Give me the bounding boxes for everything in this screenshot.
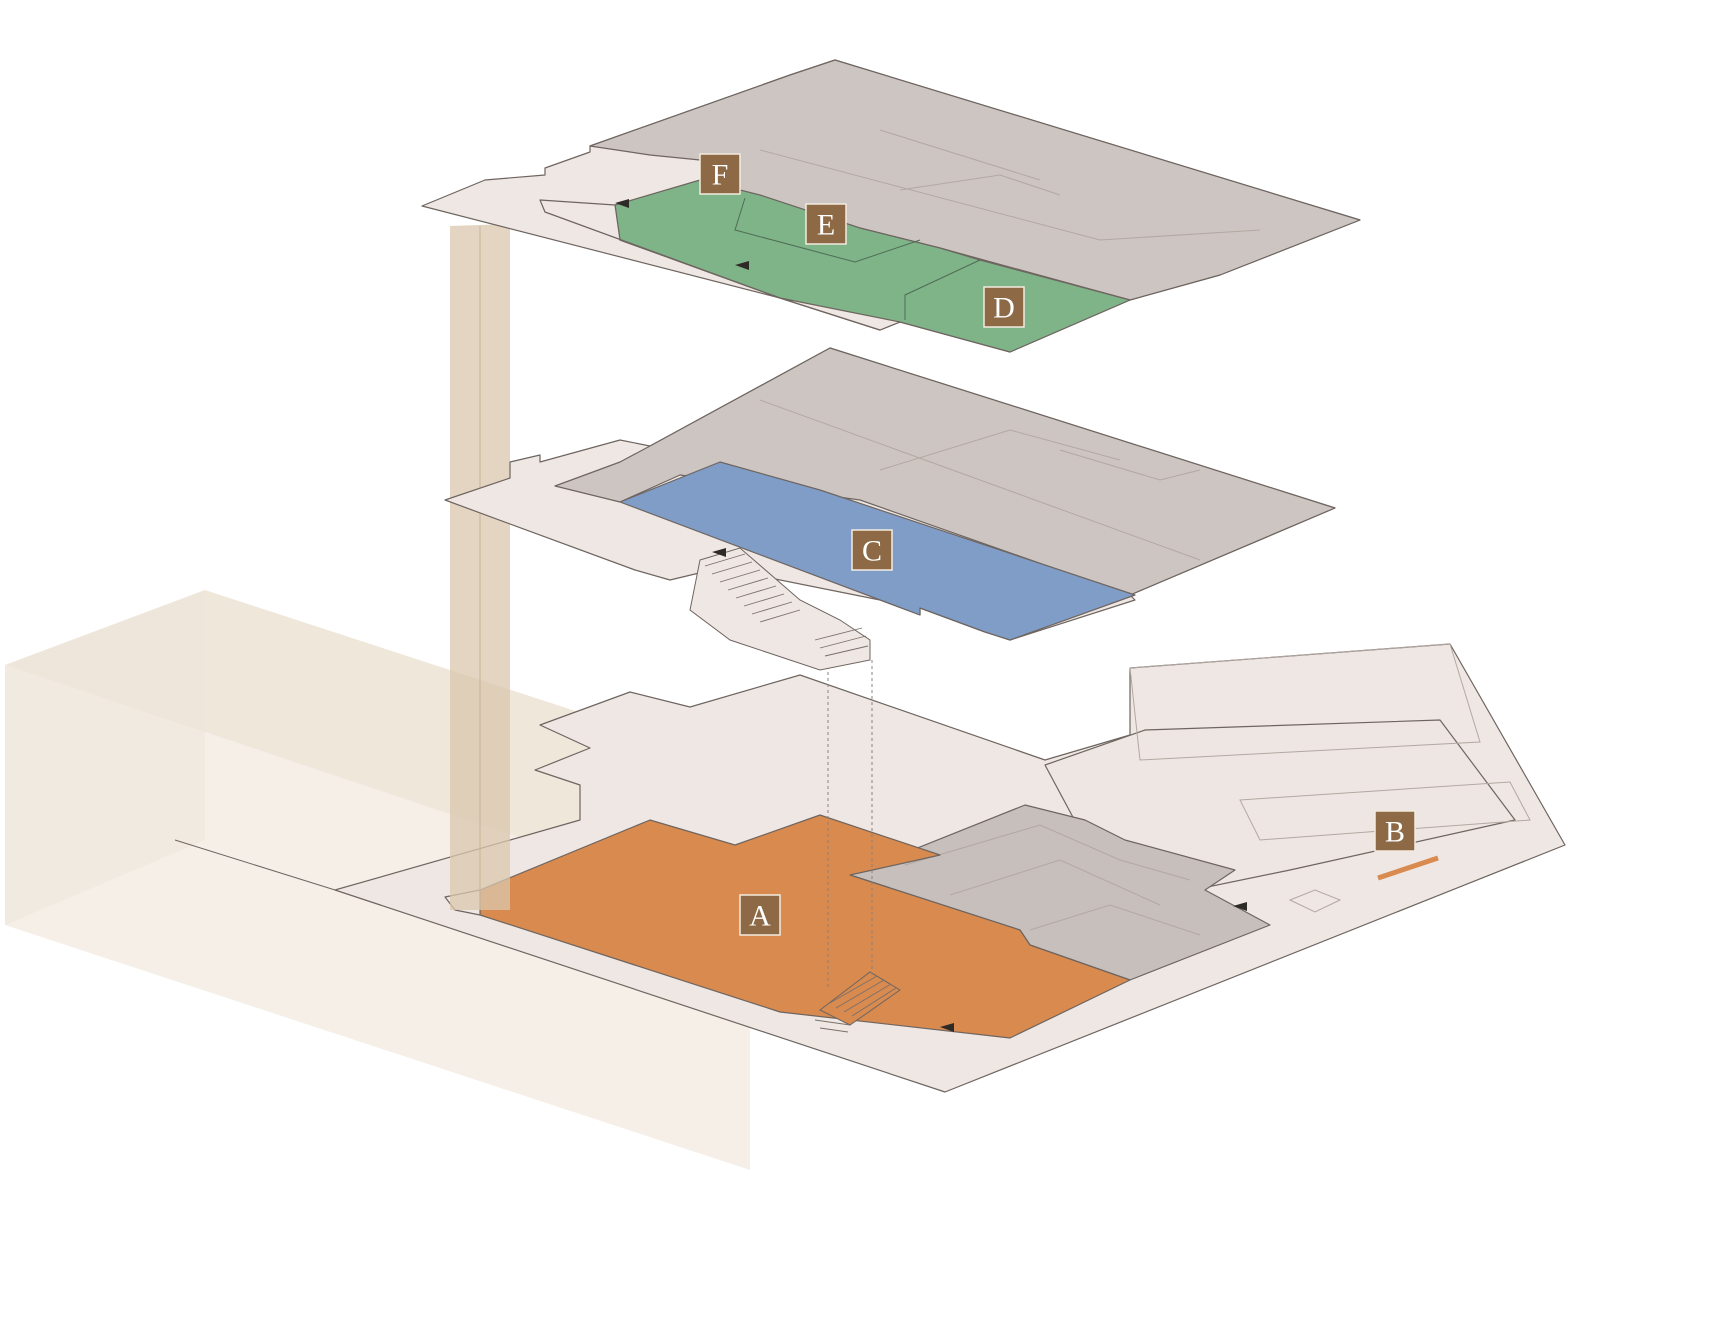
zone-label-e-text: E: [817, 209, 835, 242]
entrance-arrow-icon: [1233, 902, 1247, 911]
entrance-arrow-icon: [940, 1023, 954, 1032]
middle-stairs: [689, 547, 871, 671]
upper-floor: [421, 59, 1361, 353]
ground-stairs: [814, 971, 901, 1033]
direction-arrow-icon: [712, 548, 726, 557]
zone-label-b-text: B: [1385, 816, 1405, 849]
upper-floor-corridor: [539, 199, 901, 331]
direction-arrow-icon: [735, 261, 749, 270]
zone-label-f[interactable]: F: [699, 153, 741, 195]
elevator-shaft: [450, 224, 510, 910]
upper-floor-inactive: [589, 59, 1361, 301]
ground-floor: [334, 643, 1566, 1093]
zone-label-a[interactable]: A: [739, 894, 781, 936]
zone-label-d[interactable]: D: [983, 286, 1025, 328]
zone-label-d-text: D: [993, 292, 1015, 325]
zone-label-c-text: C: [862, 535, 882, 568]
zone-label-e[interactable]: E: [805, 203, 847, 245]
zone-label-b[interactable]: B: [1374, 810, 1416, 852]
zone-b-area: [1377, 855, 1439, 881]
zone-label-c[interactable]: C: [851, 529, 893, 571]
zone-label-a-text: A: [749, 900, 771, 933]
zone-label-f-text: F: [712, 159, 729, 192]
stair-connectors: [827, 660, 873, 990]
middle-floor: [444, 347, 1336, 671]
zone-a-area: [479, 814, 1131, 1039]
middle-floor-inactive: [554, 347, 1336, 596]
direction-arrow-icon: [615, 199, 629, 208]
